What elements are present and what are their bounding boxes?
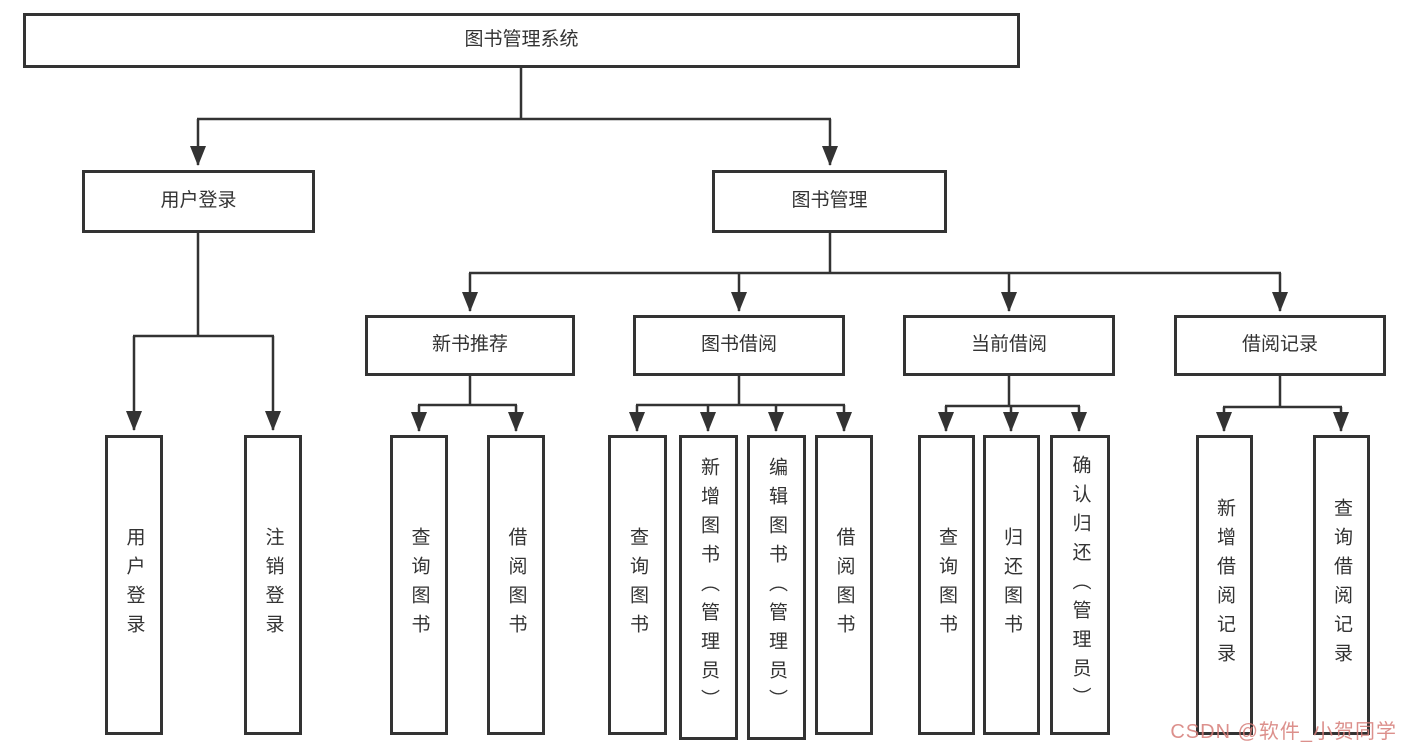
leaf-add-books-admin: 新增图书（管理员）	[679, 435, 738, 740]
node-label: 用户登录	[123, 527, 145, 643]
node-label: 图书借阅	[700, 334, 777, 356]
node-label: 查询图书	[936, 527, 957, 643]
leaf-add-borrow-record: 新增借阅记录	[1196, 435, 1253, 735]
node-label: 借阅图书	[505, 527, 527, 643]
node-label: 图书管理系统	[464, 29, 579, 51]
node-label: 编辑图书（管理员）	[766, 457, 787, 718]
node-label: 查询图书	[408, 527, 430, 643]
leaf-user-login: 用户登录	[105, 435, 163, 735]
node-label: 确认归还（管理员）	[1069, 454, 1091, 716]
node-label: 查询图书	[627, 527, 648, 643]
node-user-login: 用户登录	[82, 170, 315, 233]
node-book-borrowing: 图书借阅	[633, 315, 845, 376]
node-label: 图书管理	[791, 190, 868, 212]
node-borrowing-records: 借阅记录	[1174, 315, 1386, 376]
node-current-borrowing: 当前借阅	[903, 315, 1115, 376]
leaf-logout: 注销登录	[244, 435, 302, 735]
leaf-edit-books-admin: 编辑图书（管理员）	[747, 435, 806, 740]
leaf-query-books: 查询图书	[390, 435, 448, 735]
node-label: 注销登录	[262, 527, 284, 643]
node-label: 归还图书	[1001, 527, 1022, 643]
leaf-borrow-books: 借阅图书	[487, 435, 545, 735]
leaf-return-books: 归还图书	[983, 435, 1040, 735]
node-root-system: 图书管理系统	[23, 13, 1020, 68]
node-label: 借阅图书	[833, 527, 855, 643]
leaf-query-books: 查询图书	[608, 435, 667, 735]
node-label: 当前借阅	[970, 334, 1047, 356]
node-label: 新增图书（管理员）	[698, 457, 719, 718]
node-label: 新书推荐	[431, 334, 508, 356]
node-new-book-recommend: 新书推荐	[365, 315, 575, 376]
leaf-confirm-return-admin: 确认归还（管理员）	[1050, 435, 1110, 735]
leaf-query-borrow-record: 查询借阅记录	[1313, 435, 1370, 735]
node-label: 新增借阅记录	[1214, 498, 1235, 672]
node-label: 借阅记录	[1241, 334, 1318, 356]
node-label: 查询借阅记录	[1331, 498, 1352, 672]
node-label: 用户登录	[160, 190, 237, 212]
leaf-borrow-books: 借阅图书	[815, 435, 873, 735]
csdn-watermark: CSDN @软件_小贺同学	[1170, 721, 1397, 743]
leaf-query-books: 查询图书	[918, 435, 975, 735]
node-book-management: 图书管理	[712, 170, 947, 233]
